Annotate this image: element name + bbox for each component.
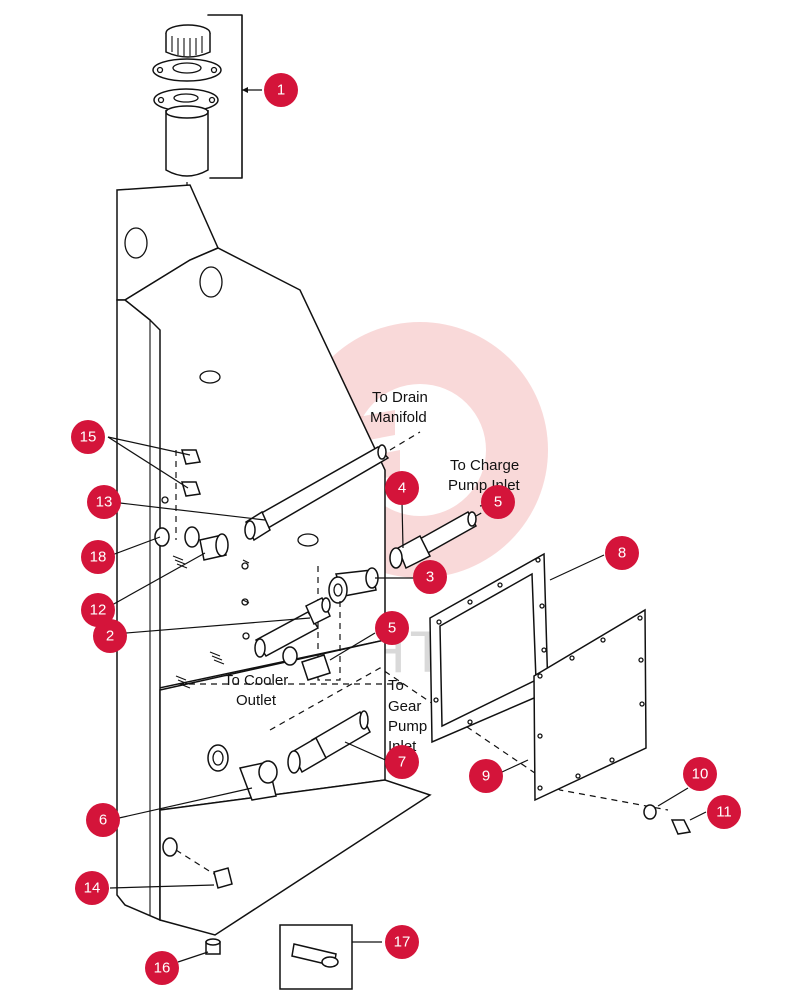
drain-plug-16: [205, 938, 221, 955]
callout-10: 10: [683, 757, 717, 791]
callout-number: 1: [277, 82, 285, 99]
callout-circle: [707, 795, 741, 829]
drain-label-line1: To Drain: [372, 389, 428, 406]
callout-circle: [385, 925, 419, 959]
callout-3: 3: [413, 560, 447, 594]
callout-circle: [385, 471, 419, 505]
gear-label-line2: Gear: [388, 698, 421, 715]
cooler-label-line2: Outlet: [236, 692, 277, 709]
callout-18: 18: [81, 540, 115, 574]
nut-11: [670, 819, 692, 835]
charge-label-line1: To Charge: [450, 457, 519, 474]
washer-10: [643, 804, 657, 820]
callout-circle: [93, 619, 127, 653]
callout-16: 16: [145, 951, 179, 985]
callout-17: 17: [385, 925, 419, 959]
breather-filler-assembly: [152, 14, 262, 179]
cooler-label-line1: To Cooler: [224, 672, 288, 689]
callout-8: 8: [605, 536, 639, 570]
callout-number: 7: [398, 754, 406, 771]
callout-number: 6: [99, 812, 107, 829]
callout-2: 2: [93, 619, 127, 653]
callout-number: 14: [84, 880, 101, 897]
callout-14: 14: [75, 871, 109, 905]
callout-circle: [385, 745, 419, 779]
callout-15: 15: [71, 420, 105, 454]
cooler-outlet-tube: [254, 596, 331, 658]
callout-circle: [81, 593, 115, 627]
callout-circle: [481, 485, 515, 519]
callout-9: 9: [469, 759, 503, 793]
gear-pump-tube: [287, 710, 371, 774]
callout-number: 15: [80, 429, 97, 446]
callout-circle: [683, 757, 717, 791]
callout-circle: [86, 803, 120, 837]
callout-number: 17: [394, 934, 411, 951]
callout-circle: [413, 560, 447, 594]
cover-plate-9: [533, 608, 647, 802]
gear-label-line3: Pump: [388, 718, 427, 735]
callout-number: 5: [388, 620, 396, 637]
callout-number: 12: [90, 602, 107, 619]
callout-circle: [71, 420, 105, 454]
callout-number: 18: [90, 549, 107, 566]
callout-13: 13: [87, 485, 121, 519]
callout-5b: 5: [375, 611, 409, 645]
hydraulic-tank-body: [116, 184, 432, 936]
mounting-bolts-15: [175, 449, 201, 540]
callout-7: 7: [385, 745, 419, 779]
callout-circle: [145, 951, 179, 985]
callout-circle: [75, 871, 109, 905]
callout-12: 12: [81, 593, 115, 627]
elbow-fitting-12: [184, 526, 229, 561]
charge-pump-tube: [389, 510, 478, 570]
callout-circle: [469, 759, 503, 793]
drain-label-line2: Manifold: [370, 409, 427, 426]
callout-circle: [81, 540, 115, 574]
callout-circle: [87, 485, 121, 519]
cover-gasket-8: [429, 552, 549, 744]
callout-number: 11: [716, 804, 732, 821]
callout-number: 13: [96, 494, 113, 511]
callout-1: 1: [264, 73, 298, 107]
callout-circle: [264, 73, 298, 107]
sight-gauge-17-box: [279, 924, 353, 990]
callout-circle: [605, 536, 639, 570]
callout-11: 11: [707, 795, 741, 829]
callout-5a: 5: [481, 485, 515, 519]
callout-number: 3: [426, 569, 434, 586]
drain-plug-14: [162, 837, 178, 857]
callout-circle: [375, 611, 409, 645]
gear-label-line1: To: [388, 677, 404, 694]
drain-tube: [244, 444, 390, 542]
callout-number: 10: [692, 766, 709, 783]
tee-fitting: [328, 567, 379, 604]
callout-number: 16: [154, 960, 171, 977]
callout-number: 5: [494, 494, 502, 511]
callout-number: 4: [398, 480, 406, 497]
plug-14b: [213, 867, 233, 889]
callout-number: 2: [106, 628, 114, 645]
fitting-5-lower: [282, 646, 331, 681]
callout-number: 9: [482, 768, 490, 785]
plug-18: [154, 527, 170, 547]
callout-number: 8: [618, 545, 626, 562]
callout-6: 6: [86, 803, 120, 837]
callout-4: 4: [385, 471, 419, 505]
